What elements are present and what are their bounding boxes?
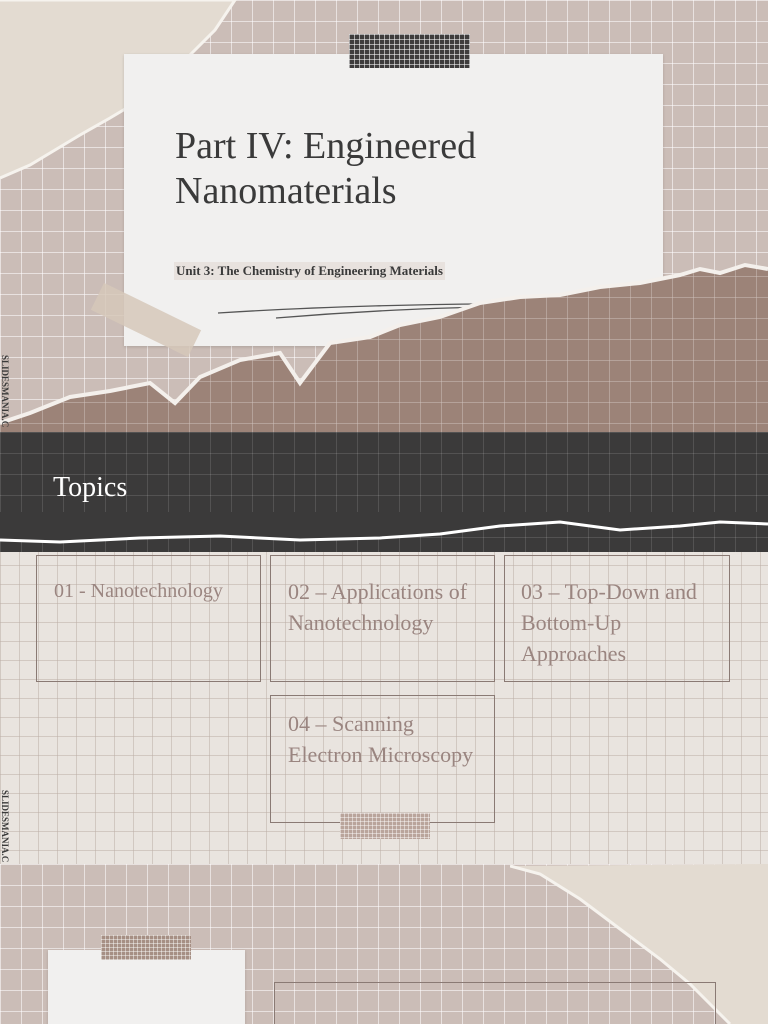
slide-next-partial [0,864,768,1024]
torn-grid-paper-decoration [0,262,768,432]
slide-subtitle: Unit 3: The Chemistry of Engineering Mat… [174,262,445,280]
topic-card-1[interactable]: 01 - Nanotechnology [36,555,261,682]
topic-card-4[interactable]: 04 – Scanning Electron Microscopy [270,695,495,823]
tape-decoration [349,34,470,68]
slide-topics: Topics 01 - Nanotechnology 02 – Applicat… [0,432,768,864]
watermark-text: SLIDESMANIA.C [0,355,10,428]
topic-label: 03 – Top-Down and Bottom-Up Approaches [521,579,697,666]
topic-card-2[interactable]: 02 – Applications of Nanotechnology [270,555,495,682]
topic-card-3[interactable]: 03 – Top-Down and Bottom-Up Approaches [504,555,730,682]
topic-label: 01 - Nanotechnology [54,580,223,602]
topics-heading: Topics [53,472,128,503]
torn-edge-decoration [0,512,768,544]
tape-decoration [340,813,430,839]
watermark-text: SLIDESMANIA.C [0,790,10,863]
slide-title-text: Part IV: Engineered Nanomaterials [175,125,477,212]
topic-label: 02 – Applications of Nanotechnology [288,579,468,635]
tape-decoration [101,935,191,960]
crumpled-paper-decoration [510,864,768,1024]
paper-card [48,950,245,1024]
slide-title: Part IV: Engineered Nanomaterials Unit 3… [0,0,768,432]
topic-label: 04 – Scanning Electron Microscopy [288,711,474,767]
content-box [274,982,716,1024]
